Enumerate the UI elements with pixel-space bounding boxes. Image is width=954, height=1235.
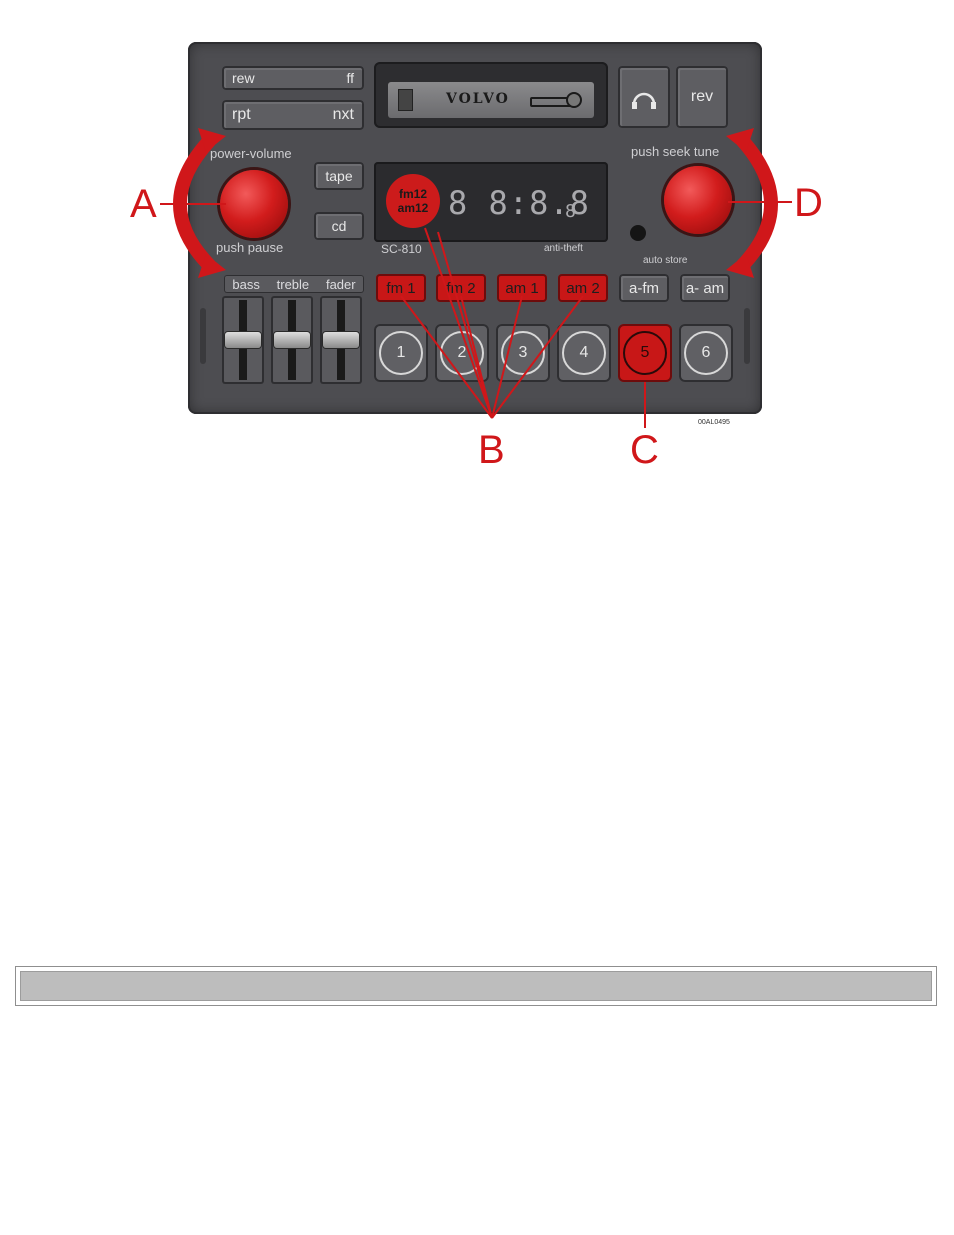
callout-a: A (130, 184, 157, 224)
section-divider-fill (20, 971, 932, 1001)
callout-b-leader-am1 (492, 296, 522, 418)
section-divider-bar (15, 966, 937, 1006)
callout-b-leader-display (425, 228, 492, 418)
callout-b-leader-fm1 (401, 296, 492, 418)
callout-c: C (630, 430, 659, 470)
callout-d: D (794, 183, 823, 223)
annotation-overlay (0, 0, 954, 480)
callout-b: B (478, 430, 505, 470)
figure-code: 00AL0495 (698, 419, 730, 426)
callout-b-leader-display-2 (438, 232, 492, 418)
callout-b-leader-am2 (492, 296, 583, 418)
